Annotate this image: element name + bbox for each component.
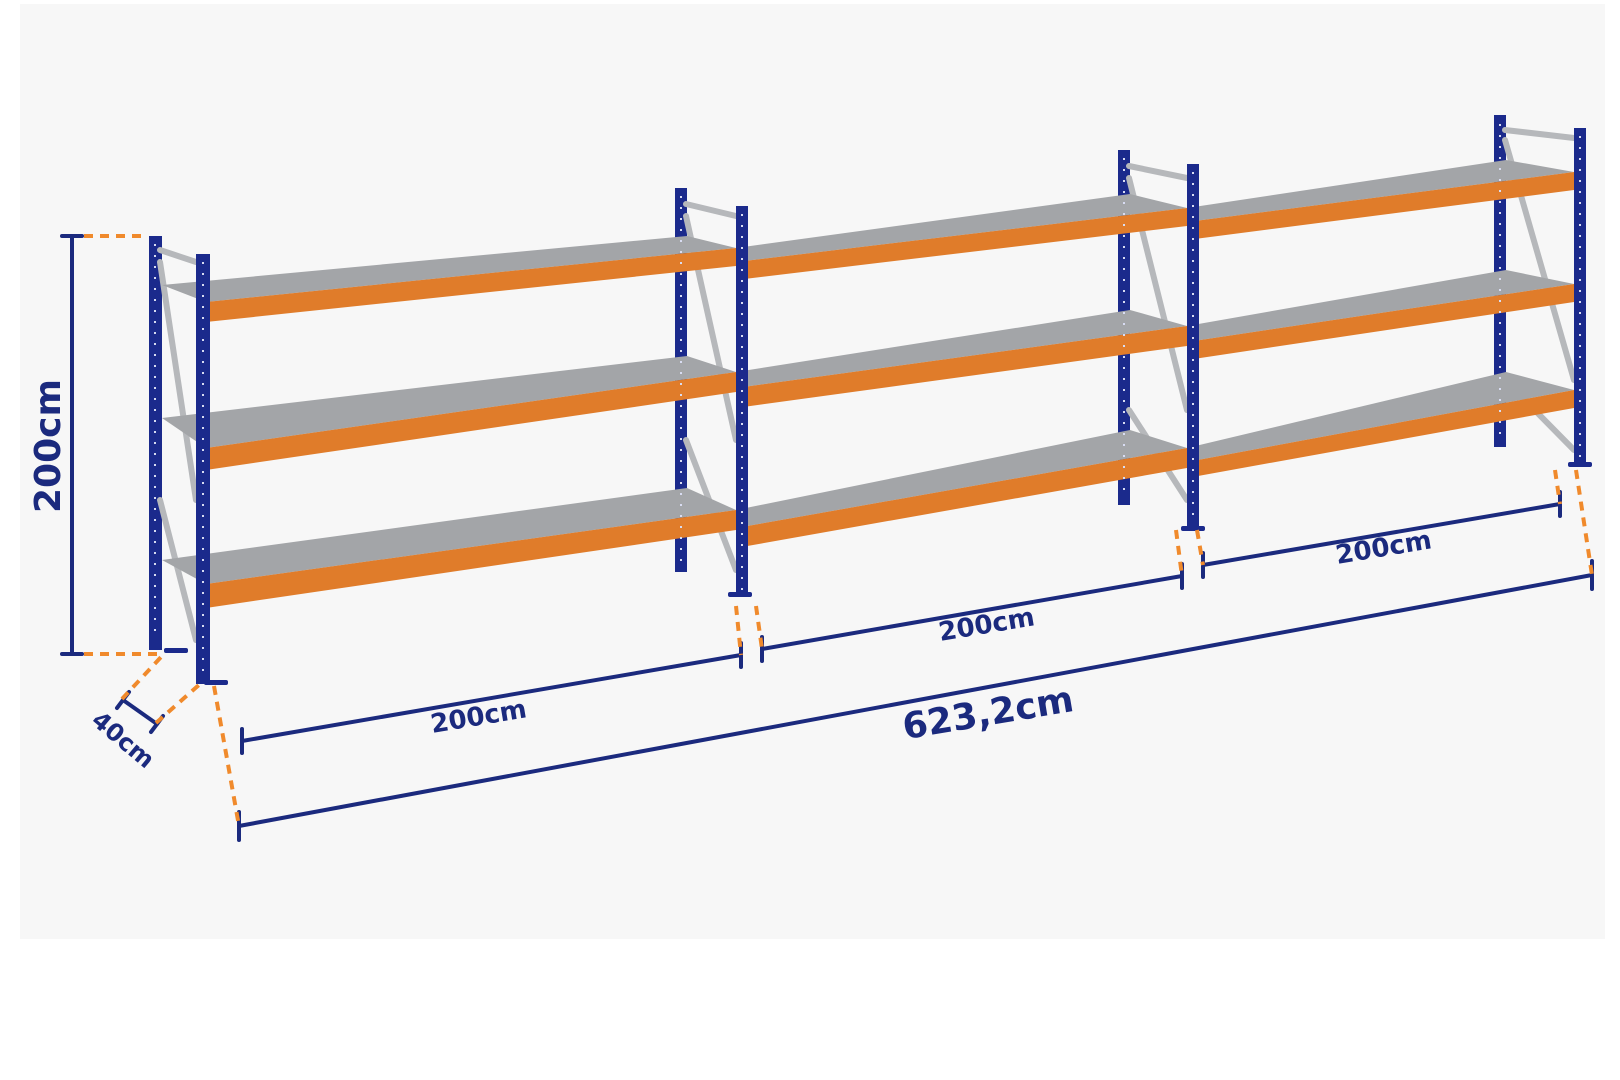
bay-1 [162, 236, 736, 608]
shelf-deck [162, 236, 736, 302]
dimension-lines [60, 234, 1594, 842]
shelf-beam [1187, 284, 1574, 360]
shelf-beam [206, 510, 736, 608]
foot-plate [728, 592, 752, 597]
brace [157, 497, 199, 643]
foot-plate [204, 680, 228, 685]
ext-bay3-left [1195, 529, 1205, 566]
shelf-beam [736, 448, 1187, 548]
shelf-beam [206, 372, 736, 470]
shelf-beam [736, 326, 1187, 408]
upright-front-4 [1574, 128, 1586, 466]
ext-bay2-left [754, 605, 764, 650]
ext-bay3-right [1553, 469, 1562, 505]
bay-2 [736, 194, 1187, 548]
ext-bay2-right [1174, 529, 1184, 577]
shelf-deck [162, 488, 736, 584]
foot-plate [1181, 526, 1205, 531]
shelf-beam [206, 248, 736, 322]
bay-3 [1187, 160, 1574, 478]
shelf-deck [1187, 372, 1574, 462]
shelf-deck [1187, 270, 1574, 342]
brace [157, 259, 199, 503]
shelf-deck [736, 194, 1187, 262]
ext-total-right [1574, 469, 1594, 576]
total-line [237, 573, 1594, 828]
shelf-deck [1187, 160, 1574, 222]
depth-line [121, 698, 159, 726]
shelf-deck [736, 310, 1187, 388]
shelf-deck [736, 430, 1187, 528]
height-label: 200cm [28, 379, 69, 513]
shelf-beam [736, 208, 1187, 280]
shelf-deck [162, 356, 736, 448]
ext-bay1-right [734, 605, 743, 656]
upright-front-1 [196, 254, 210, 684]
bay-2-line [760, 574, 1184, 651]
ext-depth-front [154, 682, 202, 725]
ext-depth-back [120, 654, 164, 701]
brace [157, 247, 199, 265]
front-uprights [196, 128, 1586, 684]
brace [683, 201, 739, 219]
shelf-beam [1187, 172, 1574, 240]
shelf-beam [1187, 390, 1574, 478]
brace [1126, 163, 1190, 181]
foot-plate [164, 648, 188, 653]
backdrop-panel [20, 4, 1605, 939]
rack [149, 115, 1592, 685]
foot-plate [1568, 462, 1592, 467]
foot-plates [164, 462, 1592, 685]
brace [1502, 127, 1577, 141]
ext-total-left [212, 685, 241, 827]
bay-3-line [1201, 502, 1562, 567]
upright-front-3 [1187, 164, 1199, 530]
upright-holes [154, 124, 1581, 676]
extension-lines [84, 234, 1594, 827]
bay-1-line [240, 653, 743, 743]
